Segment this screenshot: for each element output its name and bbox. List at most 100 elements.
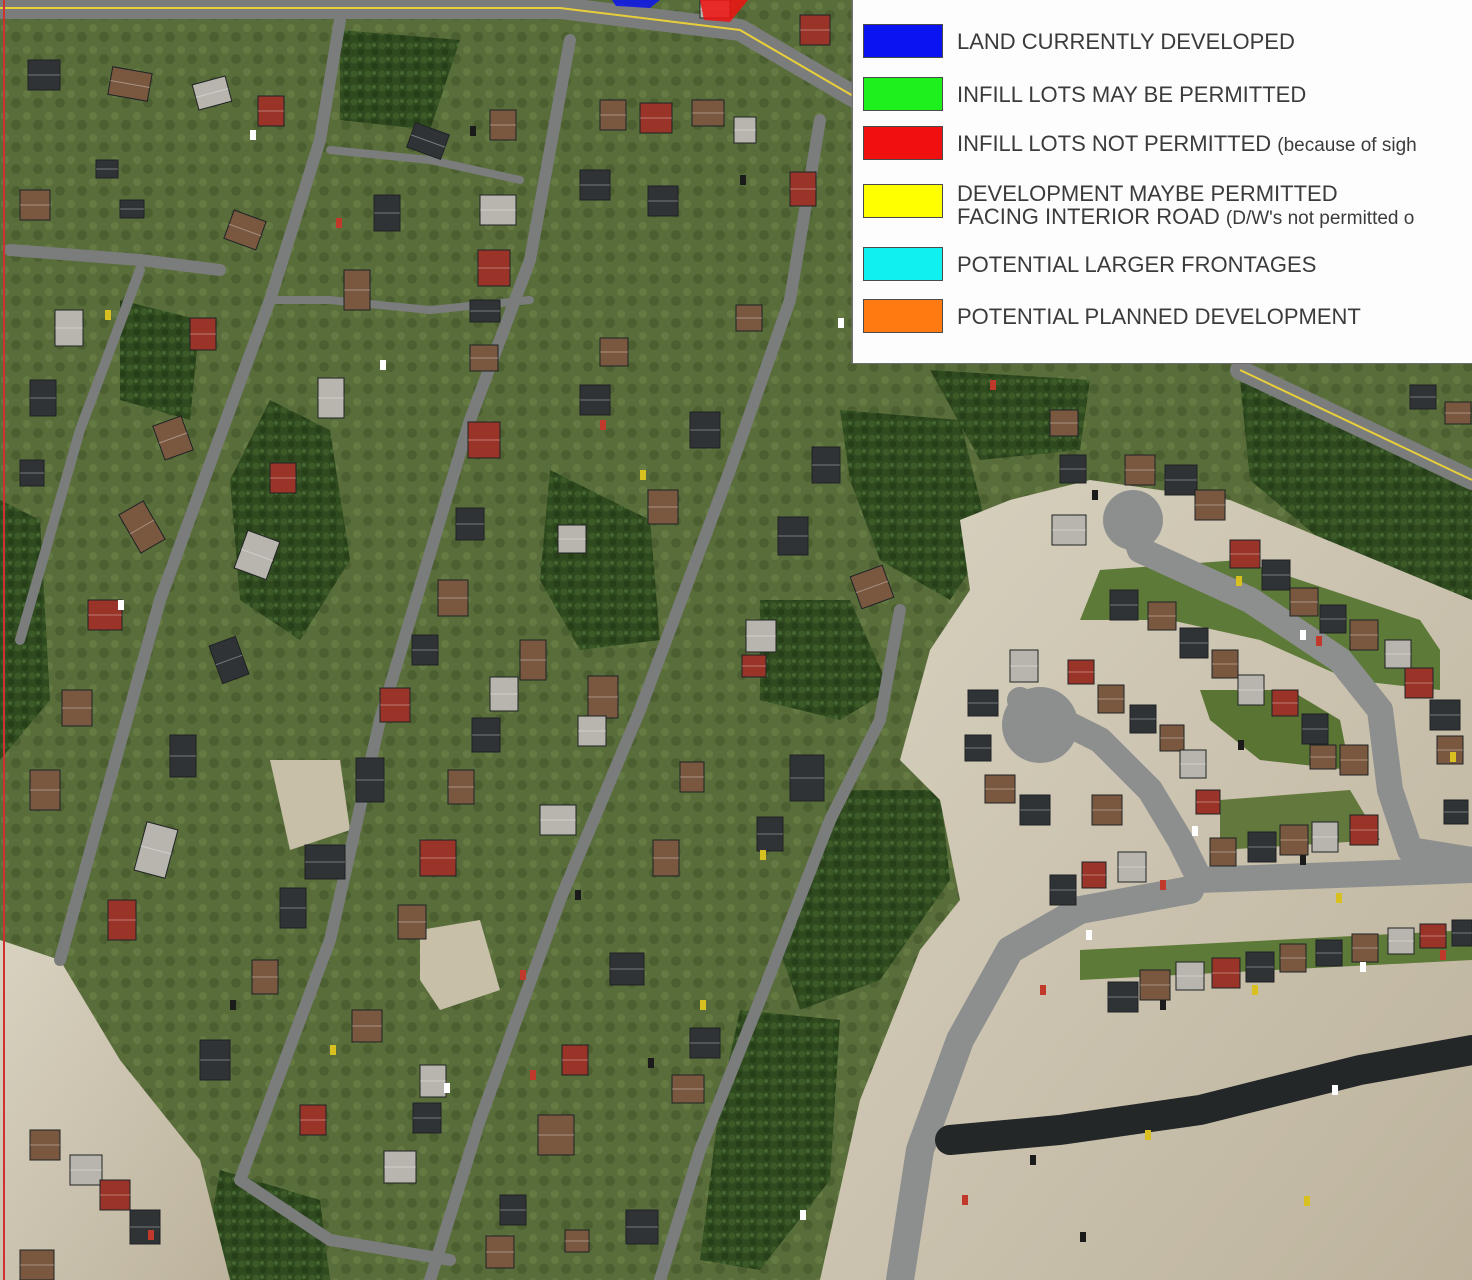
house [1301,713,1329,745]
house [107,899,137,941]
house [54,309,84,347]
house [1339,744,1369,776]
house [1289,587,1319,617]
house [118,500,166,554]
vehicle [105,310,111,320]
house [1443,799,1469,825]
house [984,774,1016,804]
legend-label: INFILL LOTS NOT PERMITTED (because of si… [957,131,1417,157]
house [469,344,499,372]
house [355,757,385,803]
house [69,1154,103,1186]
house [411,634,439,666]
house [29,1129,61,1161]
vehicle [760,850,766,860]
house [564,1229,590,1253]
house [1404,667,1434,699]
house [1097,684,1125,714]
house [257,95,285,127]
house [1315,939,1343,967]
house [799,14,831,46]
road-centerline-east [1239,369,1472,481]
house [811,446,841,484]
house [1194,489,1226,521]
vehicle [380,360,386,370]
house [539,804,577,836]
vehicle [648,1058,654,1068]
house [455,507,485,541]
house [647,489,679,525]
vehicle [990,380,996,390]
house [419,1064,447,1098]
house [379,687,411,723]
house [689,1027,721,1059]
house [373,194,401,232]
houses [19,0,1472,1280]
vehicle [1440,950,1446,960]
house [471,717,501,753]
vehicle [1238,740,1244,750]
vehicle [1160,1000,1166,1010]
house [469,299,501,323]
vehicle [1332,1085,1338,1095]
vehicle [1316,636,1322,646]
house [733,116,757,144]
house [741,654,767,678]
house [129,1209,161,1245]
road-centerline [0,7,861,101]
house [1059,454,1087,484]
house [29,379,57,417]
vehicle [1236,576,1242,586]
house [29,769,61,811]
house [1109,589,1139,621]
house [557,524,587,554]
house [1049,409,1079,437]
legend-swatch-yellow [863,184,943,218]
house [964,734,992,762]
house [735,304,763,332]
vehicle [250,130,256,140]
house [745,619,777,653]
house [223,209,267,251]
house [579,384,611,416]
house [99,1179,131,1211]
vehicles [105,126,1456,1242]
house [1409,384,1437,410]
house [1091,794,1123,826]
legend-note: (because of sigh [1277,135,1417,156]
house [1139,969,1171,1001]
house [1279,824,1309,856]
house [691,99,725,127]
house [1429,699,1461,731]
vehicle [148,1230,154,1240]
house [1164,464,1198,496]
house [1179,749,1207,779]
house [1387,927,1415,955]
vehicle [330,1045,336,1055]
house [1211,957,1241,989]
house [208,635,250,685]
house [437,579,469,617]
vehicle [700,1000,706,1010]
house [1211,649,1239,679]
house [351,1009,383,1043]
house [639,102,673,134]
vehicle [740,175,746,185]
legend-swatch-red [863,126,943,160]
house [967,689,999,717]
house [1245,951,1275,983]
house [119,199,145,219]
house [561,1044,589,1076]
vehicle [838,318,844,328]
house [577,715,607,747]
infill-not-permitted-parcel [700,0,748,22]
house [1051,514,1087,546]
vehicle [1360,962,1366,972]
house [479,194,517,226]
house [279,887,307,929]
house [1349,619,1379,651]
house [789,171,817,207]
house [1049,874,1077,906]
house [789,754,825,802]
